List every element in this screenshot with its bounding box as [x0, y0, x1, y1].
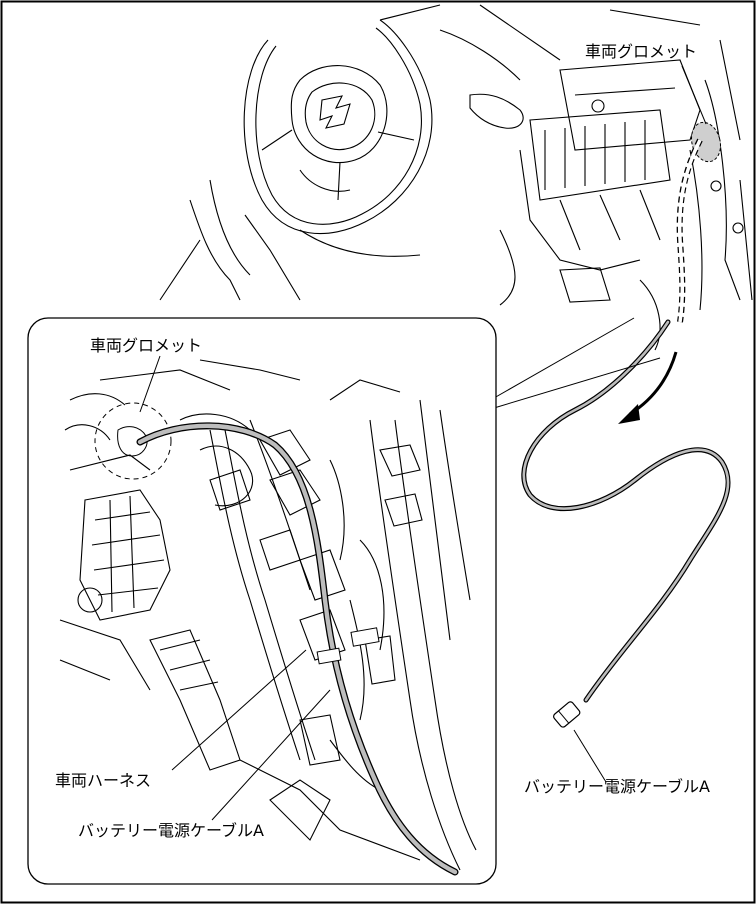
suzuki-logo — [319, 95, 351, 129]
cable-clip-icon — [316, 627, 380, 665]
connector-block — [79, 489, 171, 621]
leader-line-right-cable — [573, 729, 607, 783]
label-battery-cable-right: バッテリー電源ケーブルA — [524, 777, 710, 796]
leader-line-inset-grommet — [139, 355, 161, 413]
arrow-head-icon — [618, 404, 640, 424]
inset-grommet-highlight — [94, 402, 172, 480]
leader-line-inset-cable — [211, 689, 331, 821]
label-vehicle-grommet-top: 車両グロメット — [585, 42, 698, 61]
cable-connector-icon — [553, 701, 581, 728]
steering-wheel — [243, 19, 433, 235]
leader-line-harness — [171, 649, 307, 771]
label-vehicle-grommet-inset: 車両グロメット — [90, 336, 203, 355]
label-battery-cable-inset: バッテリー電源ケーブルA — [78, 821, 264, 840]
detail-inset — [27, 317, 661, 885]
label-vehicle-harness: 車両ハーネス — [55, 771, 152, 790]
dashboard-illustration — [159, 4, 753, 351]
leader-line-top-grommet — [681, 65, 707, 125]
inset-illustration — [59, 359, 477, 871]
grommet-icon — [691, 121, 721, 163]
